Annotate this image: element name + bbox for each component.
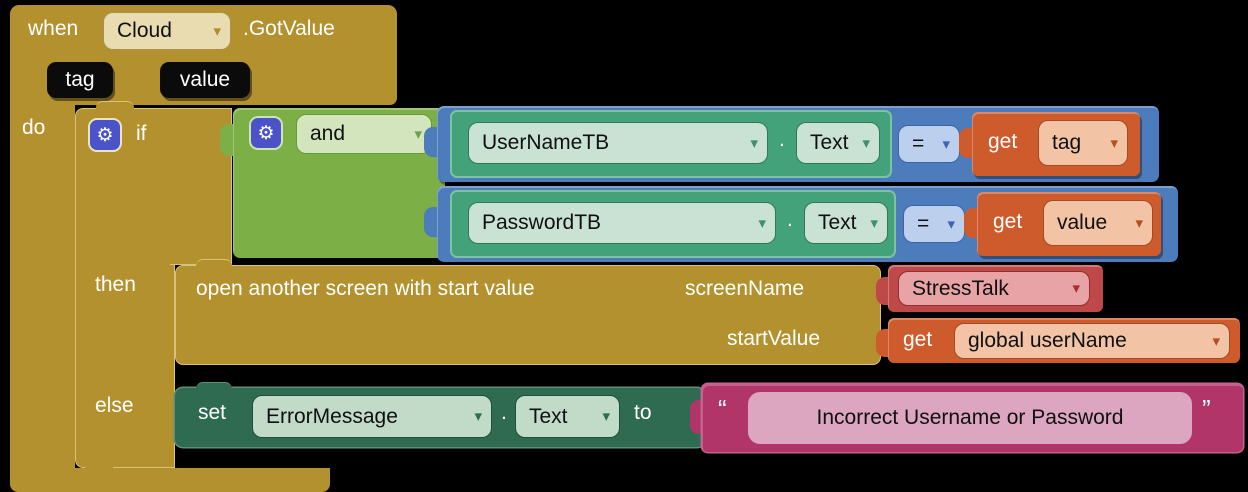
property-dropdown-text-1-label: Text <box>810 131 849 154</box>
event-name-label: .GotValue <box>243 17 335 40</box>
variable-dropdown-value[interactable]: value ▾ <box>1043 200 1153 246</box>
set-top-connector-notch <box>196 382 232 392</box>
chevron-down-icon: ▾ <box>1110 134 1118 152</box>
variable-dropdown-global-username-label: global userName <box>968 329 1127 352</box>
chevron-down-icon: ▾ <box>1212 332 1220 350</box>
do-label: do <box>22 116 46 139</box>
dot-separator: . <box>501 401 507 424</box>
chevron-down-icon: ▾ <box>1135 214 1143 232</box>
chevron-down-icon: ▾ <box>474 408 482 425</box>
dot-separator: . <box>787 208 793 231</box>
chevron-down-icon: ▾ <box>750 134 758 152</box>
chevron-down-icon: ▾ <box>942 135 950 153</box>
param-pill-value-label: value <box>179 68 231 91</box>
component-dropdown-usernametb-label: UserNameTB <box>482 131 610 154</box>
equals-block-2-plug-connector <box>424 207 440 237</box>
screen-dropdown-stresstalk[interactable]: StressTalk ▾ <box>898 271 1090 306</box>
chevron-down-icon: ▾ <box>870 214 878 232</box>
param-pill-tag-label: tag <box>65 68 95 91</box>
if-statement-block-column[interactable] <box>75 108 175 468</box>
when-keyword: when <box>28 17 79 40</box>
screenname-param-label: screenName <box>685 277 805 300</box>
if-mutator-gear-icon[interactable]: ⚙ <box>88 118 122 152</box>
equals-operator-2-label: = <box>917 212 930 235</box>
if-label: if <box>136 122 147 145</box>
chevron-down-icon: ▾ <box>758 214 766 232</box>
get-label-2: get <box>993 210 1023 233</box>
component-dropdown-passwordtb-label: PasswordTB <box>482 211 602 234</box>
else-label: else <box>95 394 134 417</box>
if-top-connector-notch <box>96 101 134 111</box>
equals-operator-1-label: = <box>912 132 925 155</box>
equals-operator-dropdown-2[interactable]: = ▾ <box>903 205 965 243</box>
and-operator-dropdown[interactable]: and ▾ <box>296 114 432 154</box>
get-value-plug-connector <box>964 208 980 238</box>
chevron-down-icon: ▾ <box>602 408 610 425</box>
get-label-3: get <box>903 328 933 351</box>
component-dropdown-cloud[interactable]: Cloud ▾ <box>103 12 231 50</box>
chevron-down-icon: ▾ <box>862 134 870 152</box>
screen-dropdown-stresstalk-label: StressTalk <box>912 276 1009 300</box>
get-tag-plug-connector <box>959 128 975 158</box>
component-dropdown-passwordtb[interactable]: PasswordTB ▾ <box>468 202 776 244</box>
set-label: set <box>198 401 227 424</box>
variable-dropdown-global-username[interactable]: global userName ▾ <box>954 323 1230 359</box>
if-bottom-connector-notch <box>85 466 113 478</box>
property-dropdown-text-3-label: Text <box>529 404 568 428</box>
and-mutator-gear-icon[interactable]: ⚙ <box>249 116 283 150</box>
component-dropdown-errormessage-label: ErrorMessage <box>266 404 398 428</box>
variable-dropdown-value-label: value <box>1057 211 1108 234</box>
gear-glyph: ⚙ <box>257 122 275 144</box>
when-event-block-left-column[interactable] <box>10 100 75 470</box>
to-label: to <box>634 401 652 424</box>
property-dropdown-text-3[interactable]: Text ▾ <box>515 395 620 438</box>
then-label: then <box>95 273 136 296</box>
component-dropdown-cloud-label: Cloud <box>117 19 172 42</box>
property-dropdown-text-2[interactable]: Text ▾ <box>804 202 888 244</box>
dot-separator: . <box>779 128 785 151</box>
chevron-down-icon: ▾ <box>213 22 221 40</box>
chevron-down-icon: ▾ <box>947 215 955 233</box>
string-literal-field[interactable]: Incorrect Username or Password <box>748 392 1192 444</box>
get-label-1: get <box>988 130 1018 153</box>
variable-dropdown-tag-label: tag <box>1052 131 1082 154</box>
component-dropdown-usernametb[interactable]: UserNameTB ▾ <box>468 122 768 164</box>
param-pill-value[interactable]: value <box>160 62 250 98</box>
string-literal-value: Incorrect Username or Password <box>816 406 1124 429</box>
variable-dropdown-tag[interactable]: tag ▾ <box>1038 120 1128 166</box>
property-dropdown-text-1[interactable]: Text ▾ <box>796 122 880 164</box>
equals-block-1-plug-connector <box>424 127 440 157</box>
and-operator-label: and <box>310 122 346 145</box>
open-screen-top-connector-notch <box>196 259 232 269</box>
close-quote-label: ” <box>1202 394 1211 424</box>
open-quote-label: “ <box>718 394 727 424</box>
startvalue-param-label: startValue <box>727 327 820 350</box>
param-pill-tag[interactable]: tag <box>47 62 113 98</box>
chevron-down-icon: ▾ <box>414 125 422 143</box>
component-dropdown-errormessage[interactable]: ErrorMessage ▾ <box>252 395 492 438</box>
open-screen-label: open another screen with start value <box>196 277 535 300</box>
chevron-down-icon: ▾ <box>1072 280 1080 297</box>
property-dropdown-text-2-label: Text <box>818 211 857 234</box>
when-event-block-bottom-bar[interactable] <box>10 468 330 492</box>
open-screen-block[interactable] <box>175 265 881 365</box>
gear-glyph: ⚙ <box>96 124 114 146</box>
equals-operator-dropdown-1[interactable]: = ▾ <box>898 125 960 163</box>
